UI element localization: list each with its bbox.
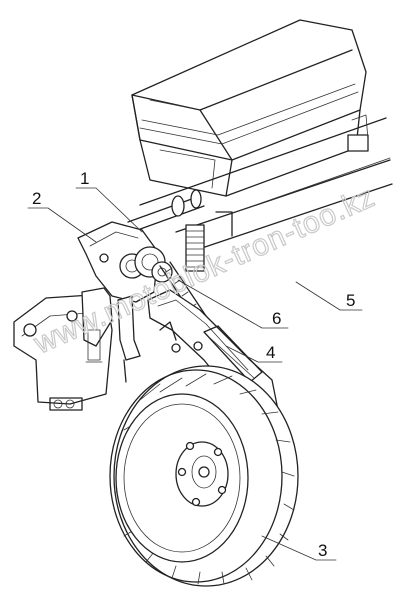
frame-beam: [139, 117, 393, 251]
callout-6: 6: [177, 279, 289, 329]
callout-label-2: 2: [32, 189, 41, 208]
callout-label-5: 5: [346, 291, 355, 310]
drive-housing: [77, 221, 173, 383]
callout-1: 1: [75, 169, 143, 233]
callout-4: 4: [225, 343, 283, 363]
callout-5: 5: [295, 281, 363, 311]
drive-shaft: [127, 189, 205, 272]
callout-2: 2: [27, 189, 97, 243]
callout-3: 3: [261, 535, 337, 561]
wheel-assembly: [109, 365, 299, 587]
callout-label-4: 4: [266, 343, 275, 362]
mounting-bracket: [13, 287, 113, 411]
seed-hopper: [131, 19, 369, 197]
callout-label-3: 3: [318, 541, 327, 560]
callout-label-1: 1: [80, 169, 89, 188]
coil-spring: [185, 224, 205, 272]
hopper-latch: [347, 134, 369, 152]
callout-label-6: 6: [272, 309, 281, 328]
